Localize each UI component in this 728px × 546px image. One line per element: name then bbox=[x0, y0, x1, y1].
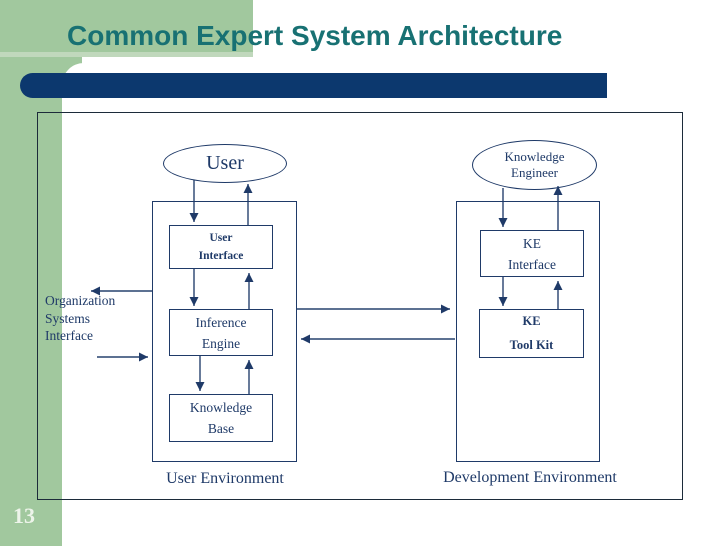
inference-engine-label-line2: Engine bbox=[201, 335, 241, 351]
ke-interface-label-line2: Interface bbox=[508, 256, 556, 272]
inference-engine-box: Inference Engine bbox=[169, 309, 273, 356]
knowledge-base-label-line2: Base bbox=[207, 421, 235, 436]
user-interface-label-line1: User bbox=[209, 232, 233, 244]
user-environment-container bbox=[152, 201, 297, 462]
green-title-block bbox=[0, 0, 253, 52]
knowledge-engineer-label-line2: Engineer bbox=[511, 165, 558, 180]
org-label-line2: Systems bbox=[45, 310, 91, 326]
user-environment-label: User Environment bbox=[166, 470, 284, 487]
ke-toolkit-label-line1: KE bbox=[522, 314, 541, 328]
diagram-frame bbox=[37, 112, 683, 500]
user-ellipse-label: User bbox=[206, 152, 244, 174]
organization-systems-interface-label: Organization Systems Interface bbox=[45, 292, 157, 345]
slide-title: Common Expert System Architecture bbox=[67, 20, 563, 51]
knowledge-base-label-line1: Knowledge bbox=[189, 400, 253, 415]
content-background bbox=[62, 63, 728, 546]
ke-interface-box: KE Interface bbox=[480, 230, 584, 277]
knowledge-engineer-ellipse: Knowledge Engineer bbox=[472, 140, 597, 190]
page-number: 13 bbox=[13, 503, 35, 528]
title-accent-bar bbox=[20, 73, 607, 98]
inference-engine-label-line1: Inference bbox=[195, 314, 247, 330]
ke-interface-label-line1: KE bbox=[523, 235, 541, 251]
development-environment-label: Development Environment bbox=[443, 469, 617, 486]
knowledge-engineer-label-line1: Knowledge bbox=[504, 149, 565, 164]
ke-toolkit-box: KE Tool Kit bbox=[479, 309, 584, 358]
user-interface-box: User Interface bbox=[169, 225, 273, 269]
org-label-line3: Interface bbox=[45, 328, 93, 343]
knowledge-base-box: Knowledge Base bbox=[169, 394, 273, 442]
ke-toolkit-label-line2: Tool Kit bbox=[509, 338, 554, 352]
user-ellipse: User bbox=[163, 144, 287, 183]
development-environment-container bbox=[456, 201, 600, 462]
user-interface-label-line2: Interface bbox=[198, 250, 244, 262]
org-label-line1: Organization bbox=[45, 293, 116, 308]
green-title-block-edge bbox=[0, 52, 253, 57]
